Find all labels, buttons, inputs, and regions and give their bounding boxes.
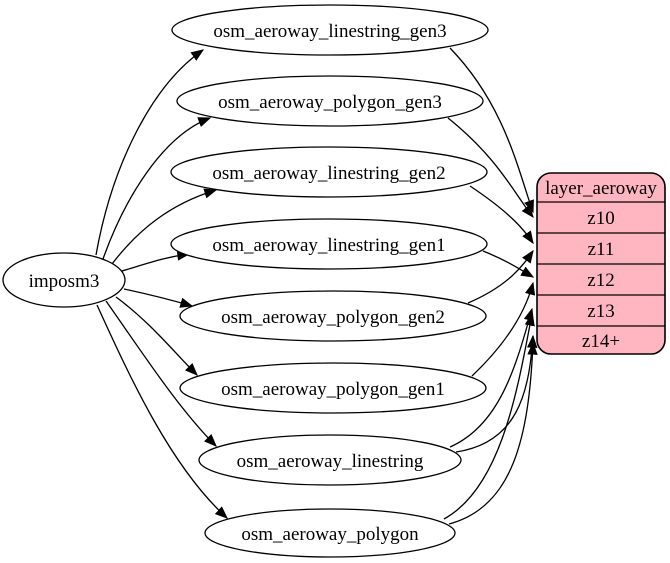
edge-osm-aeroway-linestring-to-z14 bbox=[455, 334, 538, 453]
table-label: osm_aeroway_polygon bbox=[241, 524, 419, 545]
edge-imposm3-to-osm-aeroway-linestring-gen2 bbox=[111, 188, 218, 265]
edge-imposm3-to-osm-aeroway-linestring bbox=[105, 300, 217, 447]
edge-osm-aeroway-polygon-to-z13 bbox=[443, 312, 535, 520]
table-ellipse bbox=[179, 290, 487, 342]
table-label: osm_aeroway_linestring_gen2 bbox=[212, 163, 445, 184]
table-label: osm_aeroway_linestring bbox=[237, 451, 424, 472]
table-node-osm-aeroway-linestring-gen3: osm_aeroway_linestring_gen3 bbox=[171, 4, 489, 56]
table-nodes: osm_aeroway_linestring_gen3 osm_aeroway_… bbox=[170, 4, 489, 558]
table-ellipse bbox=[170, 218, 488, 270]
table-label: osm_aeroway_linestring_gen1 bbox=[212, 235, 445, 256]
table-ellipse bbox=[176, 75, 484, 127]
layer-row-z13: z13 bbox=[587, 301, 614, 322]
table-label: osm_aeroway_polygon_gen3 bbox=[218, 92, 442, 113]
layer-row-z12: z12 bbox=[587, 270, 614, 291]
edges-to-layer bbox=[443, 47, 538, 525]
table-ellipse bbox=[179, 362, 487, 414]
edges-from-source bbox=[95, 49, 228, 519]
imposm3-node: imposm3 bbox=[2, 252, 126, 308]
edge-osm-aeroway-polygon-gen1-to-z12 bbox=[471, 281, 536, 377]
layer-aeroway-node: layer_aeroway z10 z11 z12 z13 z14+ bbox=[536, 172, 666, 355]
layer-aeroway-title: layer_aeroway bbox=[545, 178, 657, 199]
edge-imposm3-to-osm-aeroway-polygon bbox=[96, 304, 228, 519]
edge-osm-aeroway-polygon-to-z14 bbox=[448, 341, 538, 525]
table-label: osm_aeroway_polygon_gen2 bbox=[221, 307, 445, 328]
edge-imposm3-to-osm-aeroway-polygon-gen2 bbox=[123, 288, 194, 308]
table-ellipse bbox=[171, 4, 489, 56]
table-ellipse bbox=[204, 508, 456, 558]
table-node-osm-aeroway-polygon-gen1: osm_aeroway_polygon_gen1 bbox=[179, 362, 487, 414]
table-ellipse bbox=[198, 434, 462, 486]
imposm3-ellipse bbox=[2, 252, 126, 308]
table-node-osm-aeroway-polygon-gen2: osm_aeroway_polygon_gen2 bbox=[179, 290, 487, 342]
table-node-osm-aeroway-linestring-gen1: osm_aeroway_linestring_gen1 bbox=[170, 218, 488, 270]
edge-osm-aeroway-linestring-gen1-to-z12 bbox=[482, 250, 535, 278]
edge-osm-aeroway-linestring-gen3-to-z10 bbox=[449, 47, 534, 214]
table-label: osm_aeroway_linestring_gen3 bbox=[213, 21, 446, 42]
layer-row-z10: z10 bbox=[587, 208, 614, 229]
edge-osm-aeroway-linestring-to-z13 bbox=[449, 307, 534, 448]
table-node-osm-aeroway-polygon-gen3: osm_aeroway_polygon_gen3 bbox=[176, 75, 484, 127]
table-node-osm-aeroway-linestring-gen2: osm_aeroway_linestring_gen2 bbox=[170, 146, 488, 198]
imposm3-label: imposm3 bbox=[29, 271, 100, 292]
layer-row-z11: z11 bbox=[588, 239, 615, 260]
table-node-osm-aeroway-linestring: osm_aeroway_linestring bbox=[198, 434, 462, 486]
table-node-osm-aeroway-polygon: osm_aeroway_polygon bbox=[204, 508, 456, 558]
edge-imposm3-to-osm-aeroway-polygon-gen1 bbox=[115, 296, 198, 376]
layer-row-z14: z14+ bbox=[582, 331, 620, 352]
edge-osm-aeroway-polygon-gen2-to-z11 bbox=[467, 249, 534, 304]
edge-imposm3-to-osm-aeroway-linestring-gen1 bbox=[121, 250, 191, 272]
table-ellipse bbox=[170, 146, 488, 198]
edge-imposm3-to-osm-aeroway-polygon-gen3 bbox=[102, 117, 212, 260]
table-label: osm_aeroway_polygon_gen1 bbox=[221, 379, 445, 400]
edge-osm-aeroway-polygon-gen3-to-z10 bbox=[447, 117, 534, 219]
edge-osm-aeroway-linestring-gen2-to-z11 bbox=[469, 185, 534, 245]
edge-imposm3-to-osm-aeroway-linestring-gen3 bbox=[95, 49, 205, 256]
